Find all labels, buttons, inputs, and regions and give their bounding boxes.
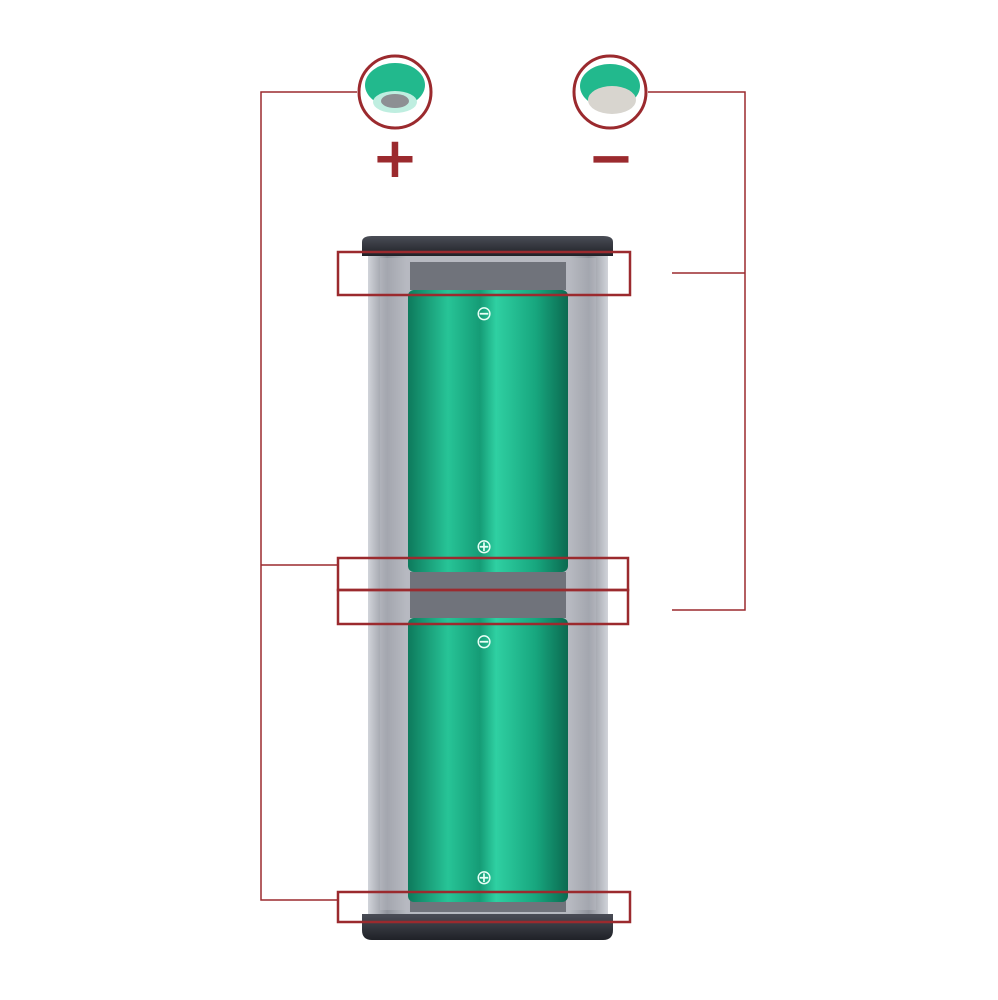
battery-cell-2: ⊖ ⊕ [408,618,568,902]
negative-marker-icon: ⊖ [476,629,493,653]
negative-contact-icon [588,86,636,114]
negative-marker-icon: ⊖ [476,301,493,325]
positive-label: + [372,126,419,191]
positive-terminal-detail [357,54,433,130]
negative-terminal-detail [572,54,648,130]
positive-contact-icon [381,94,409,108]
battery-cell-1: ⊖ ⊕ [408,290,568,572]
connector-lines [260,91,746,901]
bottom-cap [362,914,613,940]
negative-label: − [588,126,635,191]
positive-marker-icon: ⊕ [476,534,493,558]
highlight-boxes [336,250,632,924]
positive-marker-icon: ⊕ [476,865,493,889]
spring-contacts [410,262,566,912]
